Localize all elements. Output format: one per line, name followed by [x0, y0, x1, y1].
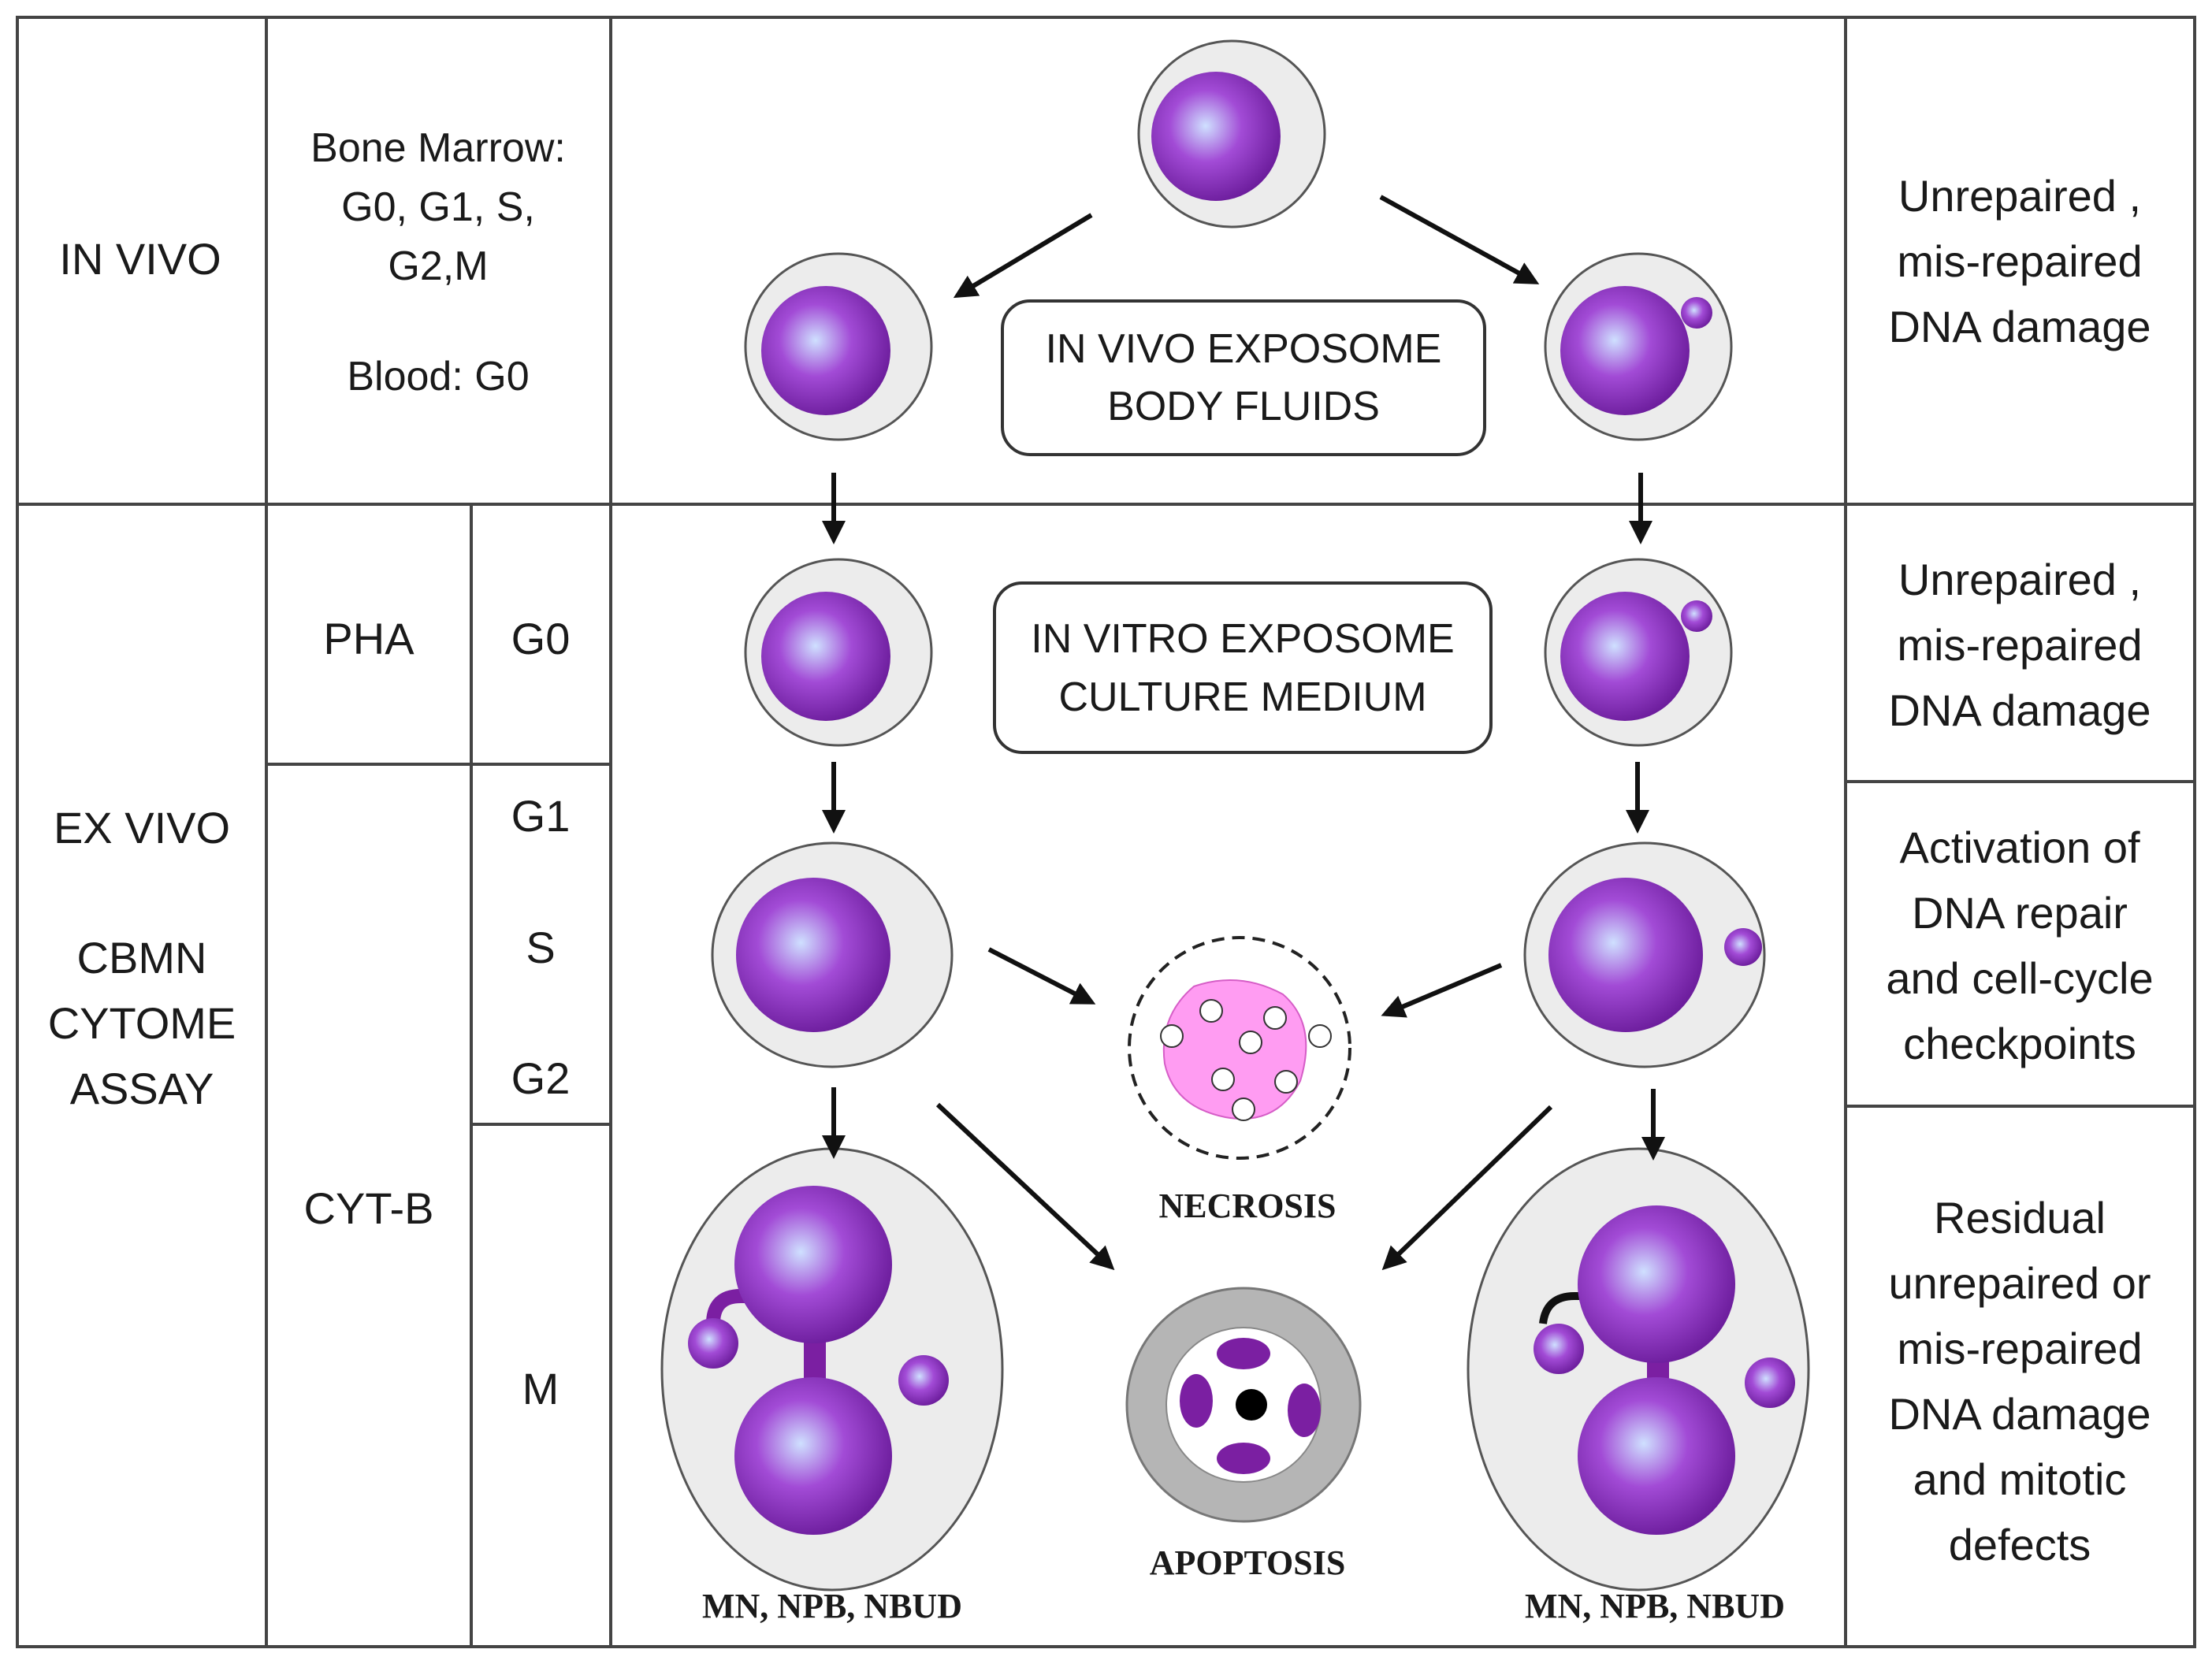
effect-ex-vivo-3-line-6: defects [1949, 1520, 2091, 1569]
in-vivo-exposome-line-1: IN VIVO EXPOSOME [1046, 326, 1442, 372]
effect-ex-vivo-2: Activation of DNA repair and cell-cycle … [1886, 823, 2153, 1068]
necrosis-cell [1128, 936, 1351, 1160]
in-vitro-exposome-box: IN VITRO EXPOSOME CULTURE MEDIUM [993, 581, 1493, 754]
cytb-label: CYT-B [304, 1183, 434, 1233]
outcome-left-caption: MN, NPB, NBUD [702, 1587, 962, 1625]
binucleated-cell-left [660, 1147, 1004, 1592]
sources-label: Bone Marrow: G0, G1, S, G2,M Blood: G0 [310, 125, 566, 399]
cell-activated-right-micronucleus [1523, 841, 1766, 1068]
effect-ex-vivo-2-line-2: DNA repair [1912, 888, 2128, 938]
in-vivo-label: IN VIVO [59, 234, 221, 284]
necrosis-caption: NECROSIS [1159, 1187, 1336, 1225]
effect-ex-vivo-2-line-1: Activation of [1899, 823, 2140, 872]
assay-line-2: CYTOME [48, 998, 236, 1048]
in-vitro-exposome-line-1: IN VITRO EXPOSOME [1031, 616, 1454, 662]
apoptosis-caption: APOPTOSIS [1150, 1543, 1346, 1582]
assay-label: CBMN CYTOME ASSAY [48, 933, 236, 1113]
effect-ex-vivo-1: Unrepaired , mis-repaired DNA damage [1888, 555, 2151, 735]
cell-activated-left [711, 841, 954, 1068]
effect-ex-vivo-3-line-4: DNA damage [1888, 1389, 2151, 1439]
cell-g0-right-micronucleus [1544, 558, 1733, 747]
effect-ex-vivo-3-line-3: mis-repaired [1897, 1324, 2142, 1373]
effect-ex-vivo-2-line-3: and cell-cycle [1886, 953, 2153, 1003]
blood-label: Blood: G0 [347, 354, 529, 399]
phase-g0: G0 [511, 614, 571, 663]
assay-line-3: ASSAY [70, 1064, 214, 1113]
effect-ex-vivo-2-line-4: checkpoints [1903, 1019, 2136, 1068]
effect-in-vivo: Unrepaired , mis-repaired DNA damage [1888, 171, 2151, 351]
phase-g2: G2 [511, 1053, 571, 1103]
effect-ex-vivo-1-line-1: Unrepaired , [1898, 555, 2141, 604]
effect-ex-vivo-1-line-2: mis-repaired [1897, 620, 2142, 670]
effect-in-vivo-line-2: mis-repaired [1897, 236, 2142, 286]
arrow-top-to-left [953, 213, 1093, 299]
effect-ex-vivo-3-line-5: and mitotic [1913, 1454, 2127, 1504]
table-grid [16, 16, 2196, 1648]
flow-arrows [822, 195, 1665, 1271]
effect-ex-vivo-3: Residual unrepaired or mis-repaired DNA … [1888, 1193, 2151, 1569]
arrow-right-to-apoptosis [1381, 1105, 1553, 1271]
ex-vivo-label: EX VIVO [54, 803, 230, 852]
binucleated-cell-right [1467, 1147, 1810, 1592]
arrow-right-to-necrosis [1381, 963, 1503, 1018]
in-vitro-exposome-line-2: CULTURE MEDIUM [1058, 674, 1426, 720]
cell-top [1137, 39, 1326, 228]
sources-line-2: G0, G1, S, [341, 184, 535, 230]
arrow-left-to-apoptosis [935, 1102, 1115, 1271]
in-vivo-exposome-line-2: BODY FLUIDS [1107, 384, 1380, 429]
arrow-top-to-right [1379, 195, 1540, 284]
cell-in-vivo-right-micronucleus [1544, 252, 1733, 441]
cell-g0-left [744, 558, 933, 747]
effect-ex-vivo-3-line-1: Residual [1934, 1193, 2106, 1242]
effect-in-vivo-line-1: Unrepaired , [1898, 171, 2141, 221]
sources-line-3: G2,M [388, 243, 488, 289]
cell-in-vivo-left [744, 252, 933, 441]
effect-ex-vivo-1-line-3: DNA damage [1888, 685, 2151, 735]
phase-m: M [522, 1364, 560, 1413]
phase-g1: G1 [511, 791, 571, 841]
pha-label: PHA [323, 614, 415, 663]
arrow-left-to-necrosis [987, 947, 1096, 1005]
effect-in-vivo-line-3: DNA damage [1888, 302, 2151, 351]
in-vivo-exposome-box: IN VIVO EXPOSOME BODY FLUIDS [1001, 299, 1486, 456]
outcome-right-caption: MN, NPB, NBUD [1525, 1587, 1785, 1625]
effect-ex-vivo-3-line-2: unrepaired or [1888, 1258, 2151, 1308]
apoptosis-cell [1125, 1287, 1362, 1523]
sources-line-1: Bone Marrow: [310, 125, 566, 171]
phase-s: S [526, 923, 555, 972]
assay-line-1: CBMN [77, 933, 207, 982]
